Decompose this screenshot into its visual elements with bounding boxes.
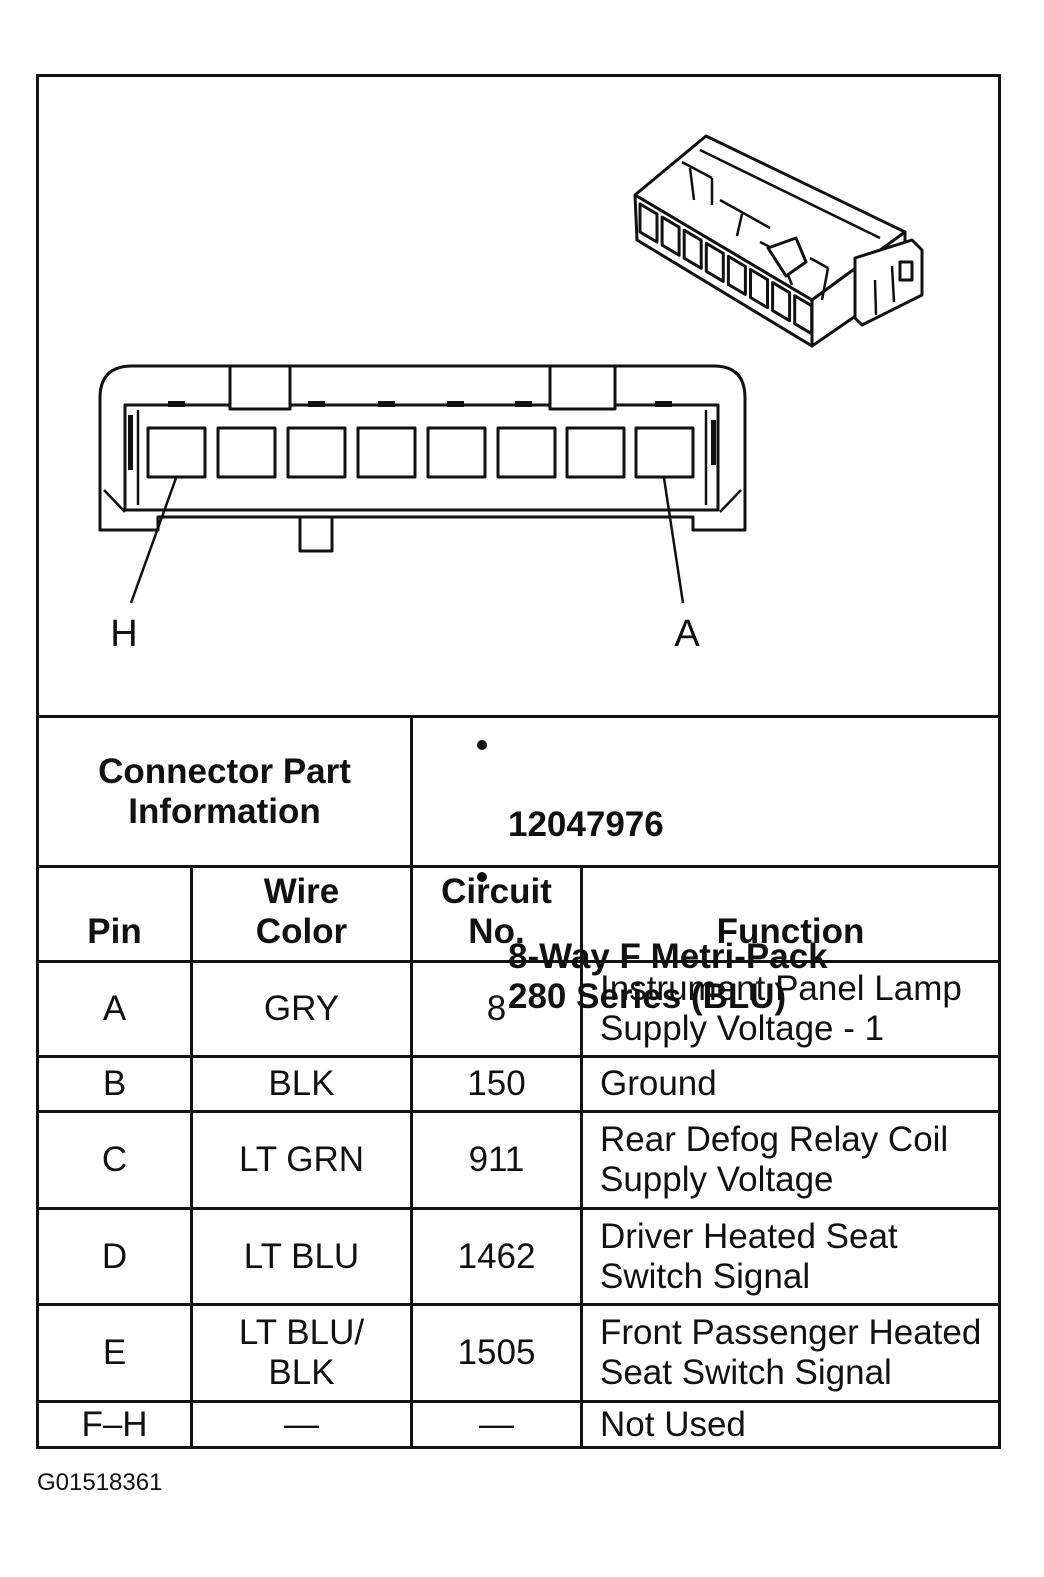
- connector-body: [123, 403, 720, 512]
- header-wire-color: Wire Color: [190, 865, 410, 960]
- circuit-number-cell: 150: [410, 1055, 580, 1110]
- cavity-e: [356, 426, 417, 479]
- wire-color-cell: BLK: [190, 1055, 410, 1110]
- wire-color-cell: —: [190, 1400, 410, 1446]
- left-wall-shadow: [128, 415, 133, 470]
- cavity-f: [286, 426, 347, 479]
- figure-id: G01518361: [37, 1469, 163, 1496]
- top-rib: [168, 401, 185, 407]
- connector-info-details: 12047976 8-Way F Metri-Pack 280 Series (…: [410, 715, 998, 1016]
- top-rib: [515, 401, 532, 407]
- top-rib: [308, 401, 325, 407]
- pin-cell: B: [39, 1055, 190, 1110]
- top-rib: [378, 401, 395, 407]
- iso-surface-detail: [735, 213, 744, 237]
- iso-cavity: [704, 241, 725, 283]
- pin-cell: D: [39, 1207, 190, 1303]
- cavity-b: [565, 426, 626, 479]
- iso-cavity: [660, 215, 681, 257]
- cavity-c: [496, 426, 557, 479]
- pin-label-a: A: [674, 613, 700, 655]
- iso-surface-detail: [699, 148, 881, 240]
- function-cell: Instrument Panel Lamp Supply Voltage - 1: [580, 960, 998, 1055]
- cavity-h: [146, 426, 207, 479]
- iso-surface-detail: [719, 198, 771, 230]
- connector-info-label: Connector Part Information: [39, 715, 410, 865]
- connector-diagram: H A: [98, 134, 924, 655]
- header-pin: Pin: [39, 865, 190, 960]
- pin-cell: A: [39, 960, 190, 1055]
- function-cell: Driver Heated Seat Switch Signal: [580, 1207, 998, 1303]
- iso-lock-ramp: [766, 236, 808, 278]
- connector-description-text: 8-Way F Metri-Pack 280 Series (BLU): [508, 937, 828, 1016]
- connector-part-number: 12047976: [477, 725, 664, 845]
- connector-part-number-text: 12047976: [508, 805, 664, 844]
- cavity-a: [634, 426, 695, 479]
- header-circuit-no: Circuit No.: [410, 865, 580, 960]
- wire-color-cell: LT GRN: [190, 1110, 410, 1207]
- iso-cavity: [771, 281, 792, 323]
- pin-label-h: H: [110, 613, 137, 655]
- iso-cavity: [638, 202, 659, 244]
- bullet-icon: [477, 740, 487, 750]
- iso-surface-detail: [809, 256, 829, 270]
- top-lock-tab-left: [228, 364, 292, 411]
- circuit-number-cell: 1462: [410, 1207, 580, 1303]
- connector-table: Connector Part Information 12047976 8-Wa…: [39, 715, 998, 1446]
- connector-frame: Connector Part Information 12047976 8-Wa…: [36, 74, 1001, 1449]
- cavity-g: [216, 426, 277, 479]
- iso-latch-detail: [890, 265, 896, 303]
- bullet-icon: [477, 872, 487, 882]
- iso-surface-detail: [688, 167, 696, 201]
- iso-surface-detail: [820, 267, 830, 301]
- leader-line-a: [662, 477, 685, 604]
- polarization-key: [298, 515, 334, 553]
- function-cell: Front Passenger Heated Seat Switch Signa…: [580, 1303, 998, 1400]
- wire-color-cell: LT BLU: [190, 1207, 410, 1303]
- top-rib: [447, 401, 464, 407]
- function-cell: Not Used: [580, 1400, 998, 1446]
- right-corner-chamfer: [719, 489, 742, 513]
- pin-cell: E: [39, 1303, 190, 1400]
- connector-description: 8-Way F Metri-Pack 280 Series (BLU): [477, 857, 828, 1017]
- iso-cavity: [749, 268, 769, 310]
- header-function: Function: [580, 865, 998, 960]
- pin-cell: C: [39, 1110, 190, 1207]
- leader-line-h: [129, 477, 178, 604]
- wire-color-cell: LT BLU/ BLK: [190, 1303, 410, 1400]
- iso-latch-window: [898, 260, 914, 282]
- connector-front-view: H A: [98, 364, 747, 655]
- iso-cavity: [726, 254, 747, 296]
- top-lock-tab-right: [548, 364, 617, 411]
- iso-cavity: [793, 294, 814, 336]
- pin-cell: F–H: [39, 1400, 190, 1446]
- circuit-number-cell: 911: [410, 1110, 580, 1207]
- top-rib: [655, 401, 672, 407]
- cavity-d: [426, 426, 487, 479]
- circuit-number-cell: 1505: [410, 1303, 580, 1400]
- connector-isometric-view: [633, 134, 924, 348]
- iso-cavity: [682, 228, 703, 270]
- circuit-number-cell: 8: [410, 960, 580, 1055]
- iso-latch-detail: [873, 279, 878, 316]
- left-corner-chamfer: [103, 489, 126, 513]
- function-cell: Rear Defog Relay Coil Supply Voltage: [580, 1110, 998, 1207]
- iso-surface-detail: [681, 160, 713, 180]
- right-wall-shadow: [711, 420, 716, 465]
- function-cell: Ground: [580, 1055, 998, 1110]
- wire-color-cell: GRY: [190, 960, 410, 1055]
- circuit-number-cell: —: [410, 1400, 580, 1446]
